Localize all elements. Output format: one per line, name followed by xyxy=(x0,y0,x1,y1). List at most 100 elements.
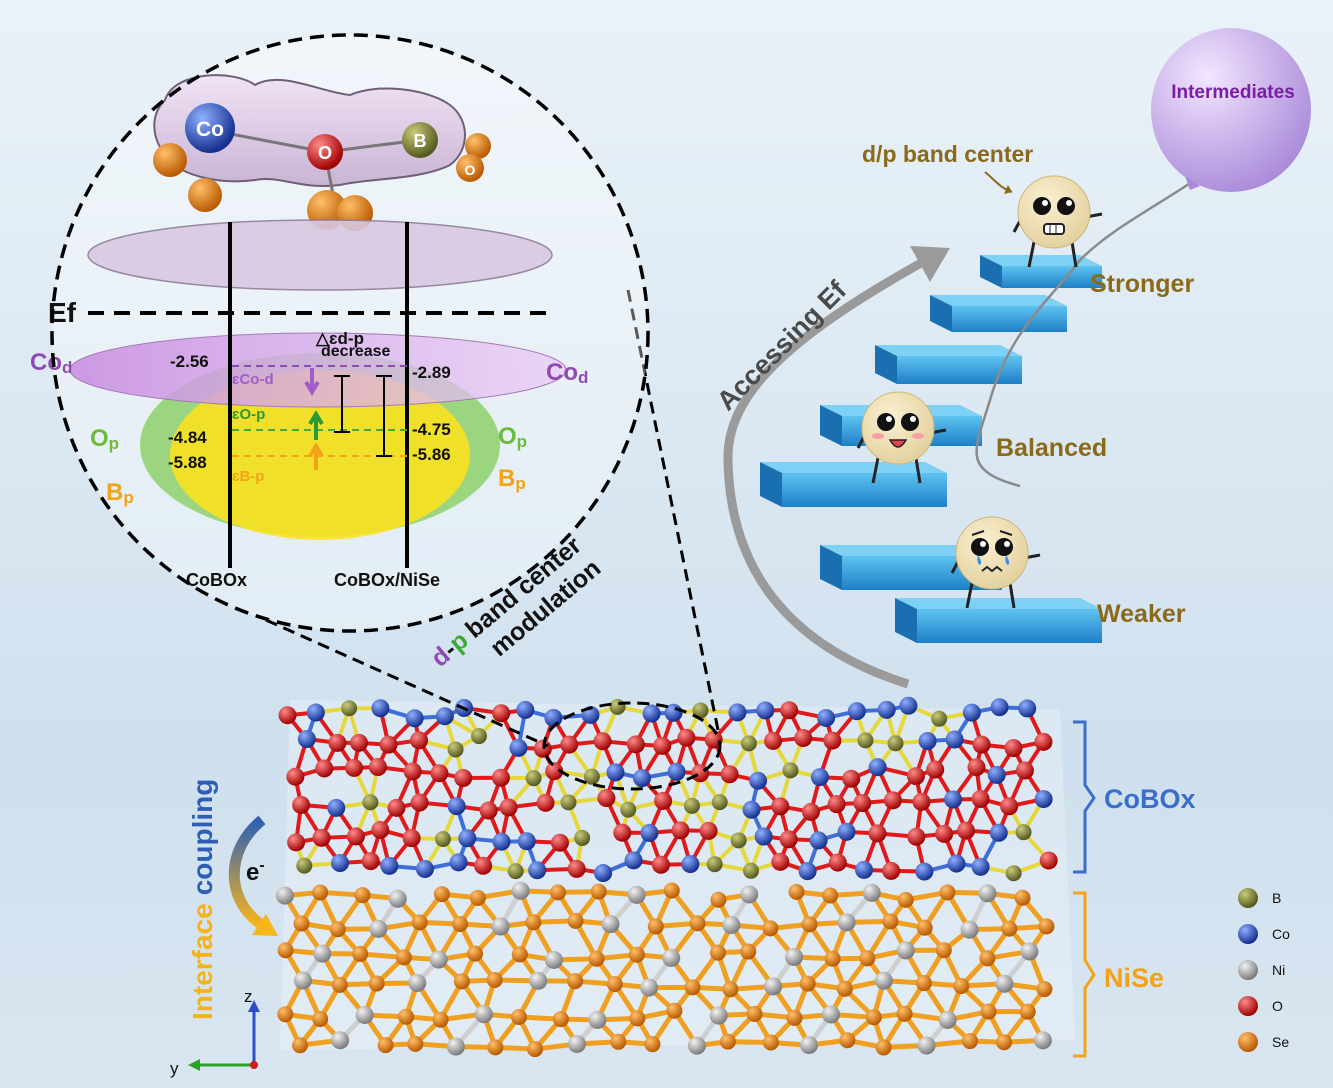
se-atom xyxy=(722,981,739,998)
o-atom xyxy=(536,793,555,812)
co-atom xyxy=(306,703,325,722)
b-atom xyxy=(692,702,709,719)
o-atom xyxy=(402,829,421,848)
o-atom xyxy=(691,764,710,783)
se-atom xyxy=(953,978,970,995)
se-atom xyxy=(486,972,503,989)
co-atom xyxy=(868,758,887,777)
o-atom xyxy=(315,759,334,778)
se-atom xyxy=(788,883,805,900)
legend-swatch-ni xyxy=(1238,960,1258,980)
b-atom xyxy=(560,794,577,811)
se-atom xyxy=(588,950,605,967)
ni-atom xyxy=(662,948,681,967)
electron-transfer-arrow xyxy=(228,815,266,930)
b-atom xyxy=(740,735,757,752)
o-atom xyxy=(387,798,406,817)
ni-atom xyxy=(474,1005,493,1024)
ni-atom xyxy=(529,971,548,990)
o-atom xyxy=(312,828,331,847)
o-atom xyxy=(545,762,564,781)
ni-atom xyxy=(491,917,510,936)
axes-indicator: z y xyxy=(170,987,260,1078)
ni-atom xyxy=(601,915,620,934)
ni-atom xyxy=(293,971,312,990)
se-atom xyxy=(689,915,706,932)
ni-atom xyxy=(917,1036,936,1055)
se-atom xyxy=(710,891,727,908)
o-atom xyxy=(883,791,902,810)
b-atom xyxy=(782,762,799,779)
crying-face-icon xyxy=(950,516,1041,609)
o-atom xyxy=(287,833,306,852)
b-atom xyxy=(683,797,700,814)
co-atom xyxy=(516,700,535,719)
se-atom xyxy=(329,921,346,938)
cod-label-right: Cod xyxy=(546,359,588,387)
o-atom xyxy=(379,735,398,754)
co-atom xyxy=(371,699,390,718)
co-atom xyxy=(971,857,990,876)
co-atom xyxy=(594,864,613,883)
co-atom xyxy=(1018,699,1037,718)
se-atom xyxy=(549,884,566,901)
ni-atom xyxy=(862,883,881,902)
cod-label-left: Cod xyxy=(30,349,72,377)
b-atom xyxy=(1015,824,1032,841)
ni-atom xyxy=(567,1034,586,1053)
o-atom xyxy=(567,859,586,878)
ni-atom xyxy=(822,1005,841,1024)
o-atom xyxy=(286,767,305,786)
se-atom xyxy=(644,1036,661,1053)
co-atom xyxy=(944,790,963,809)
o-atom xyxy=(492,704,511,723)
ni-atom xyxy=(837,913,856,932)
se-atom xyxy=(786,1009,803,1026)
ni-atom xyxy=(740,885,759,904)
se-atom xyxy=(980,1003,997,1020)
ni-atom xyxy=(960,920,979,939)
se-atom xyxy=(1038,918,1055,935)
b-atom xyxy=(730,832,747,849)
se-atom xyxy=(865,1009,882,1026)
o-atom xyxy=(907,827,926,846)
b-atom xyxy=(362,794,379,811)
z-axis-label: z xyxy=(244,987,253,1006)
o-atom xyxy=(971,789,990,808)
se-atom xyxy=(411,914,428,931)
ni-atom xyxy=(408,973,427,992)
magnifier-border xyxy=(50,33,650,633)
se-atom xyxy=(896,1005,913,1022)
b-atom-label: B xyxy=(414,131,427,151)
ni-atom xyxy=(511,881,530,900)
o-atom xyxy=(935,824,954,843)
accessing-ef-arrow xyxy=(723,254,933,689)
ni-atom xyxy=(369,919,388,938)
b-atom xyxy=(706,856,723,873)
o-atom xyxy=(1000,797,1019,816)
co-atom xyxy=(492,832,511,851)
co-atom xyxy=(380,856,399,875)
co-atom xyxy=(817,708,836,727)
cobox-layer-label: CoBOx xyxy=(1104,784,1196,814)
happy-face-icon xyxy=(856,391,947,484)
ni-atom xyxy=(874,971,893,990)
o-atom xyxy=(491,768,510,787)
o-atom xyxy=(779,830,798,849)
co-atom-icon xyxy=(185,103,235,153)
band-center-label: d/p band center xyxy=(862,141,1033,167)
legend-label-ni: Ni xyxy=(1272,962,1285,978)
b-atom xyxy=(609,698,626,715)
o-atom xyxy=(882,861,901,880)
o-atom xyxy=(626,735,645,754)
o-atom xyxy=(479,801,498,820)
o-atom xyxy=(842,769,861,788)
se-atom xyxy=(719,1033,736,1050)
o-atom xyxy=(278,706,297,725)
co-atom xyxy=(915,862,934,881)
o-atom xyxy=(651,855,670,874)
left-value-bp: -5.88 xyxy=(168,453,207,472)
se-atom xyxy=(610,1033,627,1050)
legend-swatch-se xyxy=(1238,1032,1258,1052)
o-atom xyxy=(350,733,369,752)
